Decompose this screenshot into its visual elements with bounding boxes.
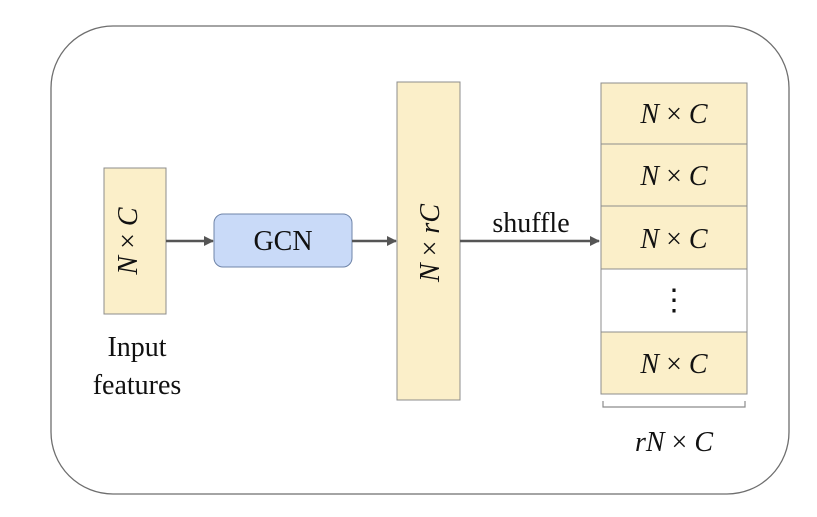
- output-block-4-label: N × C: [639, 349, 707, 380]
- output-ellipsis-label: ⋮: [659, 284, 689, 317]
- outer-frame: [50, 25, 790, 495]
- gcn-label: GCN: [253, 226, 312, 257]
- expanded-features-label: N × rC: [415, 204, 446, 283]
- output-block-2-label: N × C: [639, 161, 707, 192]
- output-stack: N × C N × C N × C ⋮ N × C: [600, 82, 748, 395]
- output-caption: rN × C: [635, 427, 713, 458]
- input-features-box-label: N × C: [113, 207, 144, 275]
- output-block-ellipsis: [600, 268, 748, 333]
- output-block-1: [600, 82, 748, 145]
- input-features-box: [103, 167, 167, 315]
- output-block-4: [600, 331, 748, 395]
- shuffle-label: shuffle: [492, 208, 569, 239]
- input-caption-line2: features: [93, 370, 182, 401]
- output-block-1-label: N × C: [639, 99, 707, 130]
- expanded-features-box: [396, 81, 461, 401]
- input-caption-line1: Input: [107, 332, 166, 363]
- output-bracket: [602, 401, 746, 408]
- output-block-3-label: N × C: [639, 224, 707, 255]
